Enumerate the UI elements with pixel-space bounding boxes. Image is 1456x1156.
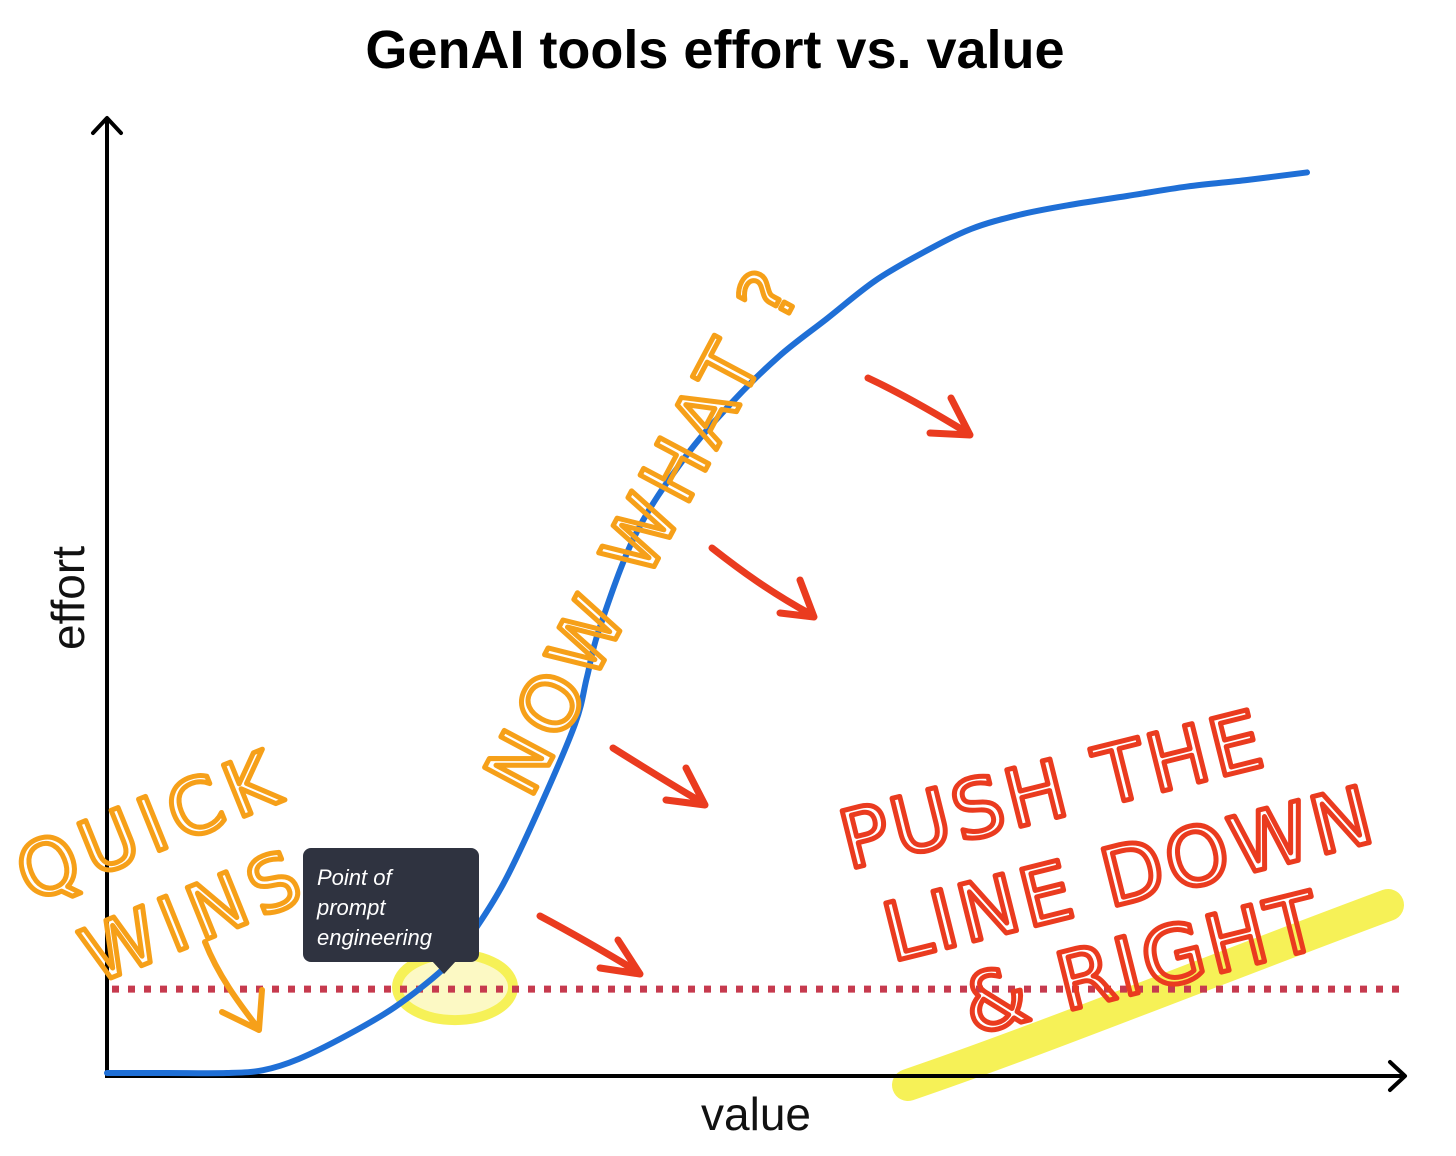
- quick-wins-annotation: QUICK WINS: [1, 729, 322, 1003]
- red-arrow: [864, 374, 974, 439]
- callout-line-3: engineering: [317, 925, 433, 950]
- y-axis-arrowhead: [91, 116, 123, 135]
- highlight-marker: [392, 949, 518, 1026]
- red-arrow: [536, 912, 644, 978]
- callout: Point of prompt engineering: [303, 848, 479, 974]
- callout-line-1: Point of: [317, 865, 394, 890]
- red-arrows: [536, 374, 974, 978]
- now-what-annotation: NOW WHAT ?: [467, 250, 820, 809]
- quick-wins-arrow: [202, 939, 265, 1033]
- push-annotation: PUSH THE LINE DOWN & RIGHT: [828, 690, 1388, 1055]
- x-axis-arrowhead: [1388, 1060, 1407, 1092]
- highlighter-stroke: [892, 889, 1404, 1101]
- callout-box: [303, 848, 479, 962]
- x-axis-label: value: [701, 1088, 811, 1140]
- red-arrow: [708, 544, 818, 621]
- y-axis-label: effort: [42, 546, 94, 650]
- red-arrow: [609, 744, 709, 809]
- series-line-0: [104, 169, 1310, 1077]
- callout-pointer: [432, 961, 456, 974]
- chart-title: GenAI tools effort vs. value: [365, 20, 1064, 80]
- series-layer: [104, 169, 1310, 1077]
- callout-line-2: prompt: [316, 895, 386, 920]
